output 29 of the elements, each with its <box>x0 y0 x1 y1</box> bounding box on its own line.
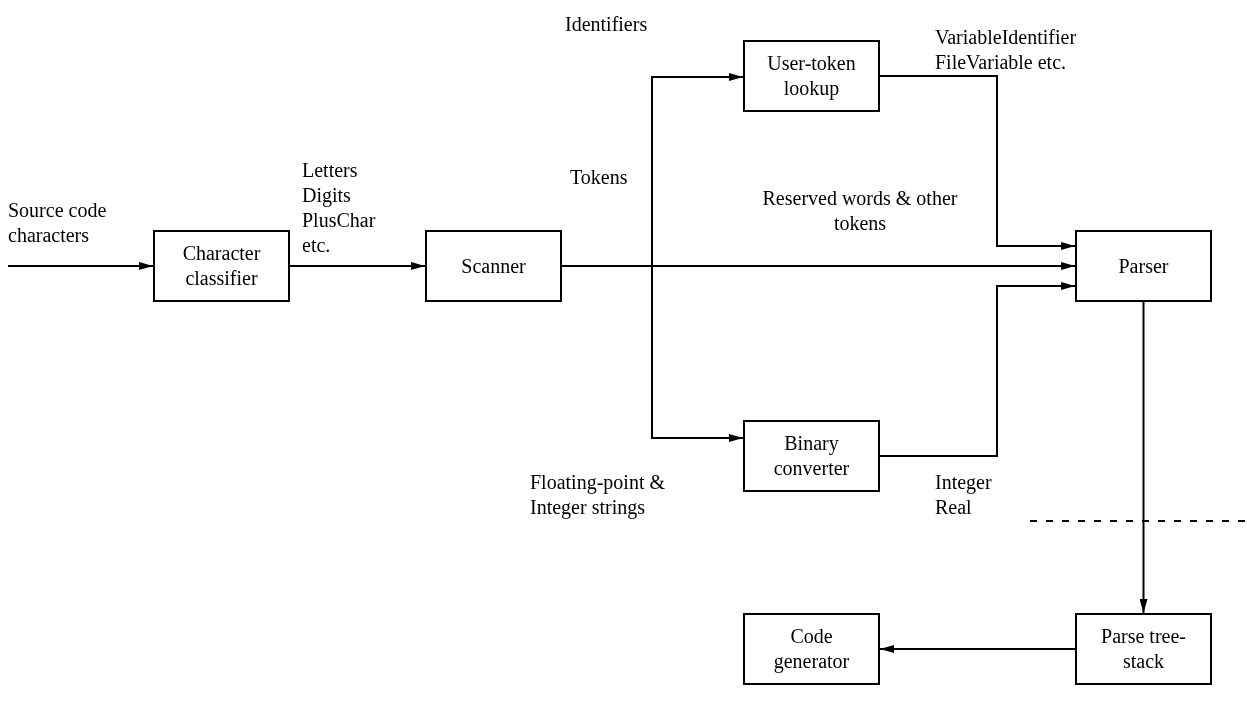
edge-label: Identifiers <box>565 12 649 37</box>
arrow <box>7 262 154 270</box>
edge-label: Source code characters <box>8 198 108 248</box>
box-label: Code generator <box>772 624 851 674</box>
edge-label: Floating-point & Integer strings <box>530 470 666 520</box>
process-box <box>743 613 880 685</box>
process-box <box>1075 230 1212 302</box>
process-box <box>743 40 880 112</box>
process-box <box>153 230 290 302</box>
arrow <box>561 265 744 442</box>
process-box <box>743 420 880 492</box>
arrow <box>289 262 426 270</box>
box-label: Binary converter <box>772 431 851 481</box>
edge-label: VariableIdentifier FileVariable etc. <box>935 25 1078 75</box>
arrow <box>1139 301 1148 614</box>
edge-label: Reserved words & other tokens <box>761 186 959 236</box>
box-label: Parse tree-stack <box>1100 624 1187 674</box>
box-label: Parser <box>1118 253 1169 279</box>
flow-label: Tokens <box>570 165 628 190</box>
arrow <box>879 282 1076 457</box>
box-label: Character classifier <box>181 241 262 291</box>
box-label: Scanner <box>461 253 526 279</box>
arrow <box>879 645 1076 653</box>
process-box <box>425 230 562 302</box>
edge-label: Integer Real <box>935 470 993 520</box>
box-label: User-token lookup <box>766 51 857 101</box>
edge-label: Letters Digits PlusChar etc. <box>302 158 377 258</box>
process-box <box>1075 613 1212 685</box>
arrow <box>879 75 1076 250</box>
